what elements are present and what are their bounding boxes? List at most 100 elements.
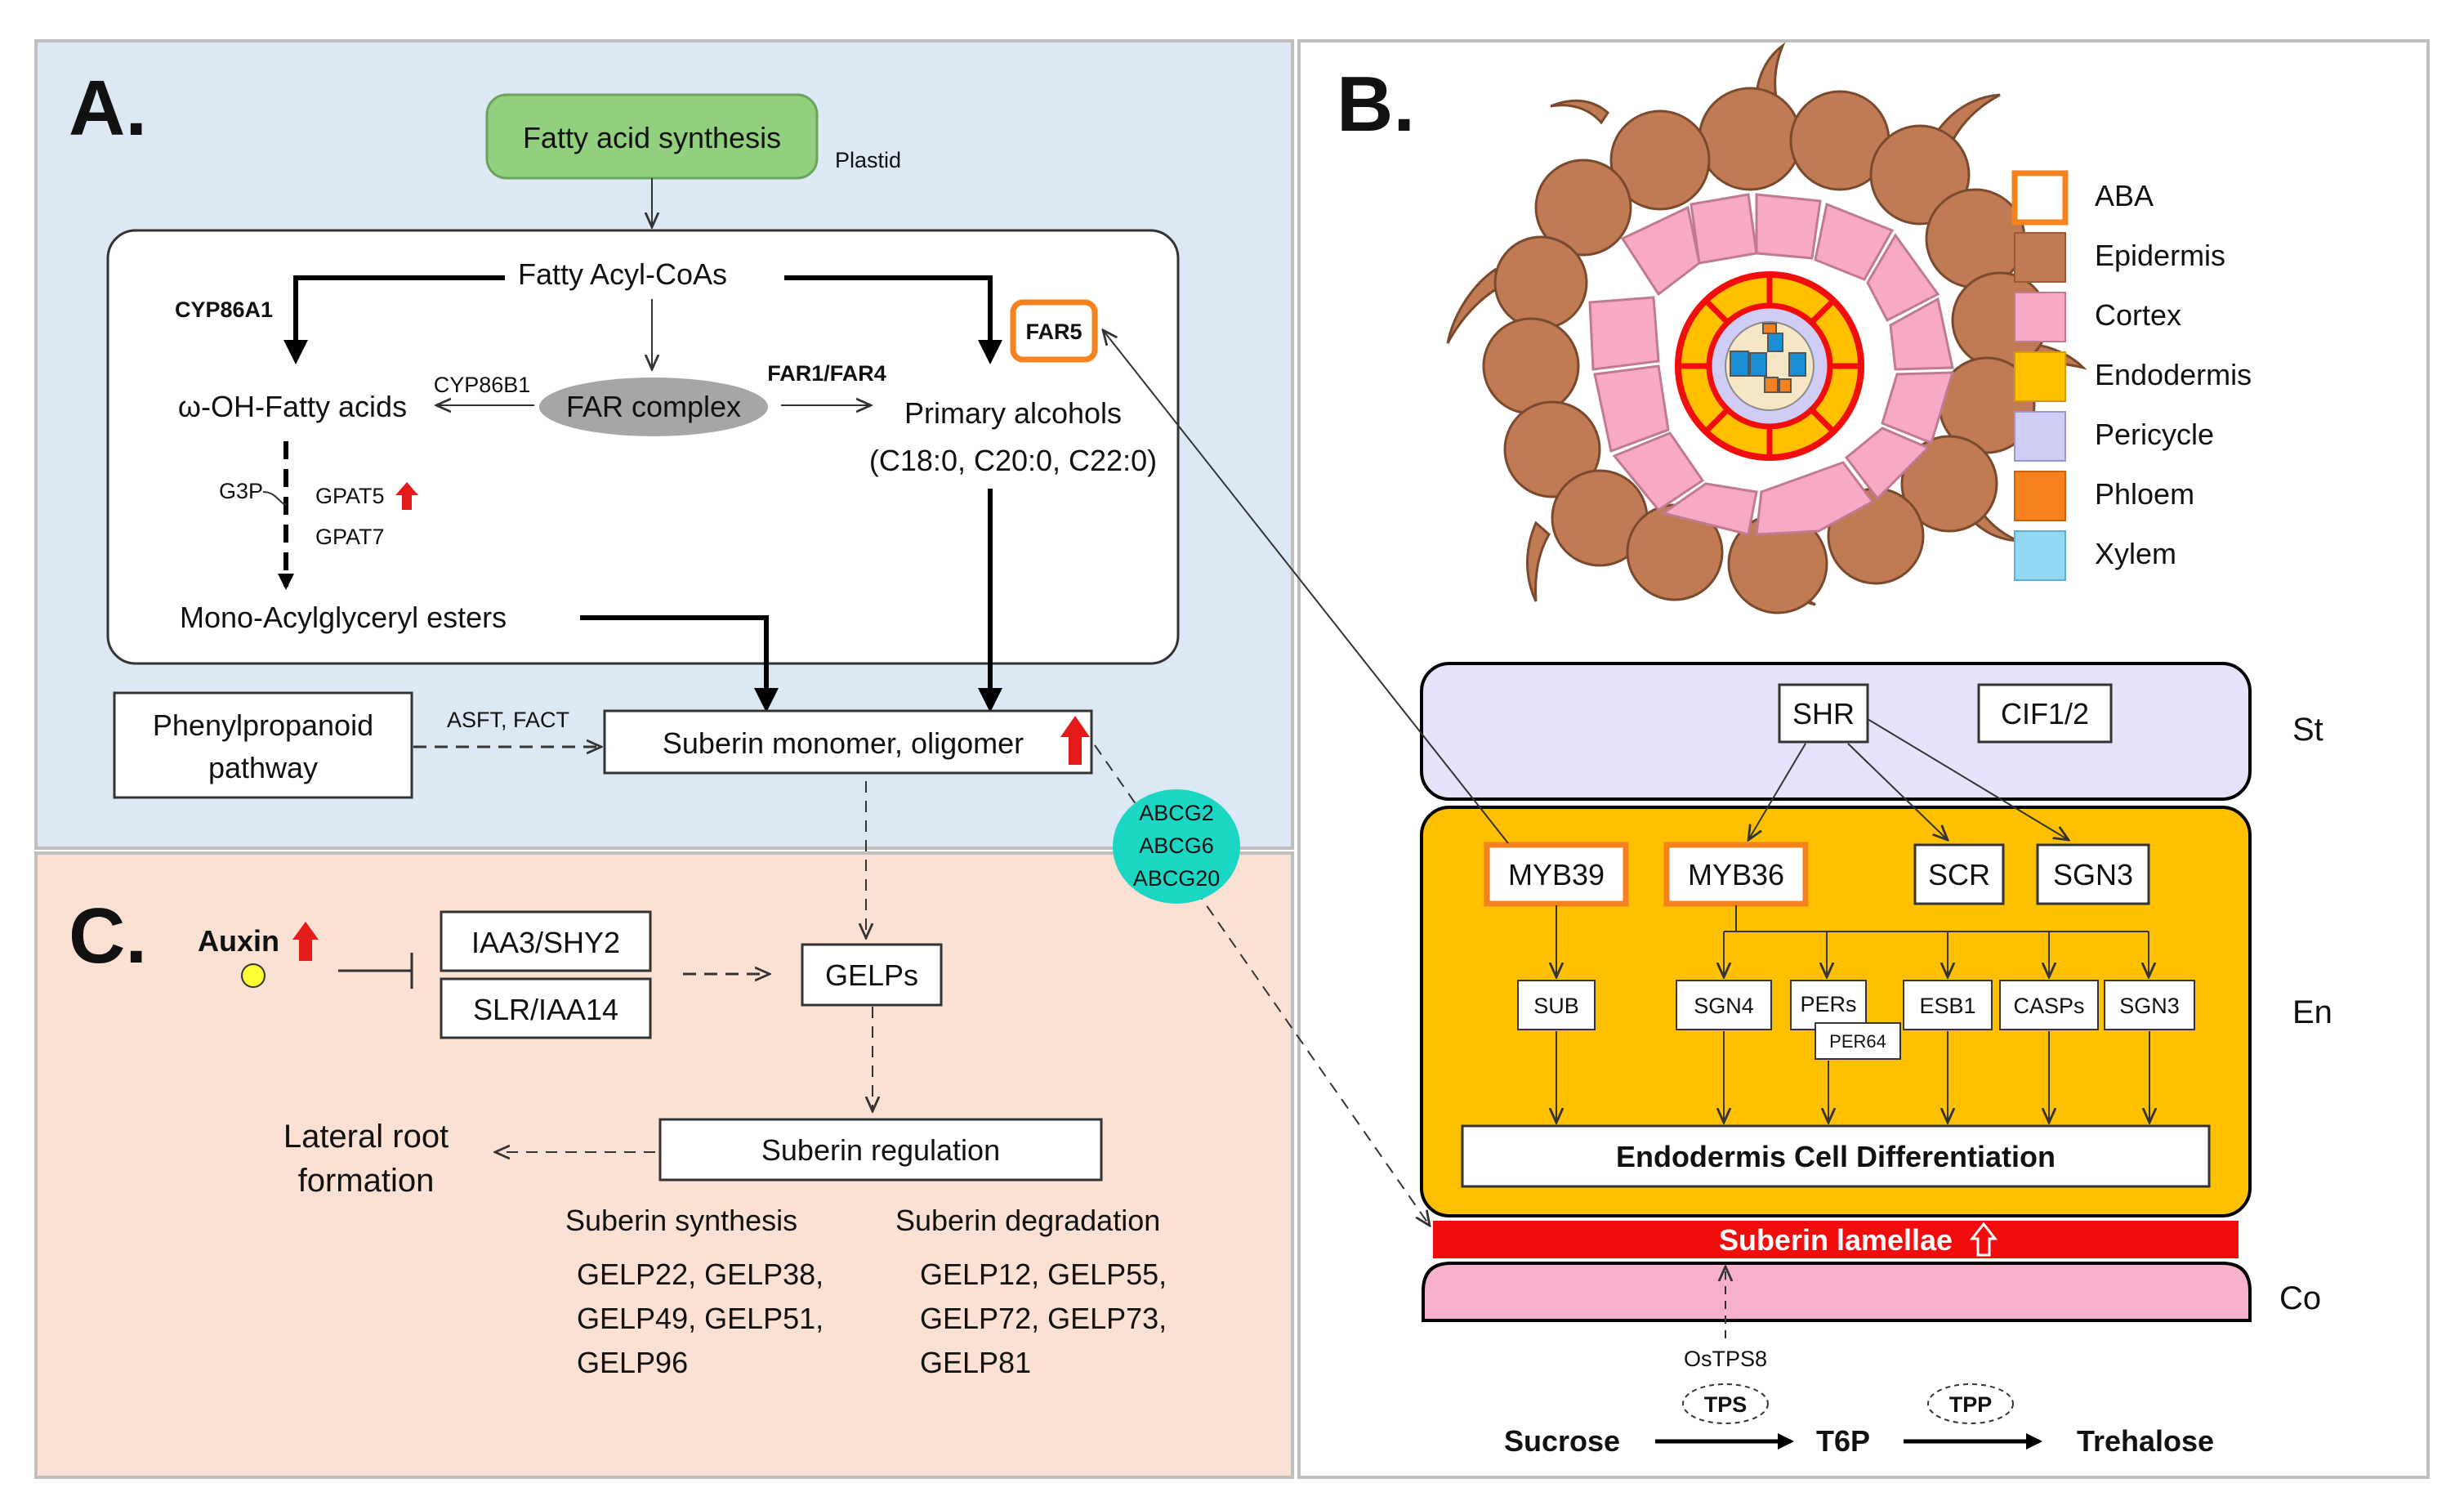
suberin-monomer-label: Suberin monomer, oligomer: [663, 726, 1024, 760]
far-complex-ellipse: [539, 378, 768, 436]
legend-label-endodermis: Endodermis: [2095, 358, 2252, 391]
sgn3-top-label: SGN3: [2053, 858, 2133, 891]
tps-label: TPS: [1704, 1392, 1748, 1417]
suberin-lamellae-label: Suberin lamellae: [1719, 1223, 1953, 1257]
ostps8-label: OsTPS8: [1684, 1347, 1767, 1371]
auxin-molecule-dot: [241, 963, 266, 988]
phloem-cells: [1762, 323, 1792, 393]
pers-label: PERs: [1800, 992, 1856, 1016]
shr-label: SHR: [1792, 697, 1855, 730]
panel-c: C. Auxin IAA3/SHY2 SLR/IAA14 GELPs Suber…: [34, 781, 1294, 1479]
gelps-box: [801, 943, 943, 1007]
synthesis-genes-line1: GELP22, GELP38,: [577, 1258, 824, 1291]
panel-c-letter: C.: [69, 892, 147, 980]
legend-swatch-phloem: [2014, 471, 2066, 521]
casps-box: [1999, 980, 2099, 1030]
far5-box: [1010, 299, 1098, 363]
abcg2-label: ABCG2: [1139, 801, 1214, 825]
gpat7-label: GPAT7: [315, 525, 385, 549]
gelps-label: GELPs: [825, 958, 918, 992]
tpp-ellipse: [1927, 1383, 2014, 1424]
abcg-transporter-ellipse: [1113, 789, 1240, 904]
esb1-label: ESB1: [1919, 994, 1975, 1018]
er-compartment: [106, 229, 1180, 665]
iaa3-label: IAA3/SHY2: [471, 926, 620, 959]
iaa3-box: [440, 910, 652, 972]
far5-label: FAR5: [1025, 319, 1082, 344]
mono-acylglyceryl-esters-label: Mono-Acylglyceryl esters: [180, 601, 507, 634]
auxin-up-arrow: [292, 922, 319, 961]
suberin-regulation-label: Suberin regulation: [761, 1133, 1000, 1167]
cyp86a1-label: CYP86A1: [175, 297, 273, 322]
suberin-degradation-title: Suberin degradation: [895, 1204, 1160, 1237]
lateral-root-label-line1: Lateral root: [283, 1119, 449, 1155]
degradation-genes-line1: GELP12, GELP55,: [920, 1258, 1167, 1291]
phenylpropanoid-box: [113, 691, 413, 799]
lateral-root-label-line2: formation: [298, 1163, 435, 1199]
per64-box: [1815, 1022, 1901, 1060]
per64-label: PER64: [1829, 1031, 1886, 1052]
differentiation-label: Endodermis Cell Differentiation: [1616, 1140, 2056, 1173]
myb39-box: [1484, 842, 1629, 907]
casps-label: CASPs: [2013, 994, 2084, 1018]
shr-box: [1778, 683, 1869, 744]
legend-label-aba: ABA: [2095, 179, 2154, 212]
sgn4-label: SGN4: [1694, 994, 1754, 1018]
legend-swatch-aba: [2011, 170, 2069, 226]
tps-ellipse: [1682, 1383, 1769, 1424]
scr-box: [1913, 843, 2005, 905]
legend-label-cortex: Cortex: [2095, 298, 2181, 332]
arrow-coas-to-omega: [283, 275, 505, 364]
arrow-shr-to-myb36: [1748, 743, 1806, 840]
sgn3-bottom-box: [2104, 980, 2195, 1030]
plastid-label: Plastid: [835, 148, 901, 172]
g3p-join: [262, 491, 287, 506]
arrow-coas-to-far5: [784, 275, 1002, 364]
arrow-myb39-to-far5: [1103, 330, 1509, 844]
g3p-label: G3P: [219, 479, 263, 503]
suberin-regulation-box: [658, 1118, 1103, 1182]
legend-label-pericycle: Pericycle: [2095, 418, 2214, 451]
suberin-synthesis-title: Suberin synthesis: [565, 1204, 797, 1237]
omega-oh-fatty-acids-label: ω-OH-Fatty acids: [178, 390, 407, 423]
suberin-lamellae-up-arrow: [1969, 1222, 1998, 1257]
esb1-box: [1903, 980, 1993, 1030]
cif-label: CIF1/2: [2001, 697, 2089, 730]
endodermis-tag: En: [2292, 994, 2332, 1030]
legend-label-xylem: Xylem: [2095, 537, 2176, 570]
synthesis-genes-line3: GELP96: [577, 1346, 688, 1379]
slr-box: [440, 977, 652, 1039]
degradation-genes-line2: GELP72, GELP73,: [920, 1302, 1167, 1335]
arrow-shr-to-scr: [1847, 743, 1948, 840]
cortex-tag: Co: [2279, 1280, 2321, 1316]
degradation-genes-line3: GELP81: [920, 1346, 1031, 1379]
slr-label: SLR/IAA14: [473, 993, 618, 1026]
far1-far4-label: FAR1/FAR4: [767, 361, 886, 386]
sgn3-top-box: [2036, 843, 2150, 905]
trehalose-label: Trehalose: [2077, 1424, 2214, 1458]
phenylpropanoid-label-line2: pathway: [208, 751, 318, 784]
fatty-acid-synthesis-label: Fatty acid synthesis: [523, 121, 781, 154]
cortex-cells: [1588, 193, 1955, 536]
cyp86b1-label: CYP86B1: [434, 373, 531, 397]
arrow-shr-to-sgn3: [1867, 718, 2069, 840]
auxin-label: Auxin: [198, 924, 279, 958]
cif-box: [1977, 683, 2113, 744]
suberin-monomer-up-arrow: [1060, 716, 1090, 765]
asft-fact-label: ASFT, FACT: [447, 708, 569, 732]
endodermis-cell-walls: [1678, 275, 1861, 458]
cortex-band: [1422, 1262, 2252, 1322]
panel-a-letter: A.: [69, 65, 147, 152]
t6p-label: T6P: [1816, 1424, 1870, 1458]
arrow-esters-to-suberin: [580, 615, 779, 713]
legend-swatch-pericycle: [2014, 411, 2066, 462]
sub-box: [1517, 980, 1596, 1030]
panel-b: B.: [1297, 39, 2430, 1479]
stele-tag: St: [2292, 712, 2323, 748]
legend-swatch-epidermis: [2014, 232, 2066, 283]
sucrose-label: Sucrose: [1504, 1424, 1620, 1458]
epidermis-cells: [1482, 87, 2049, 614]
sgn4-box: [1676, 980, 1772, 1030]
gpat5-label: GPAT5: [315, 484, 385, 508]
